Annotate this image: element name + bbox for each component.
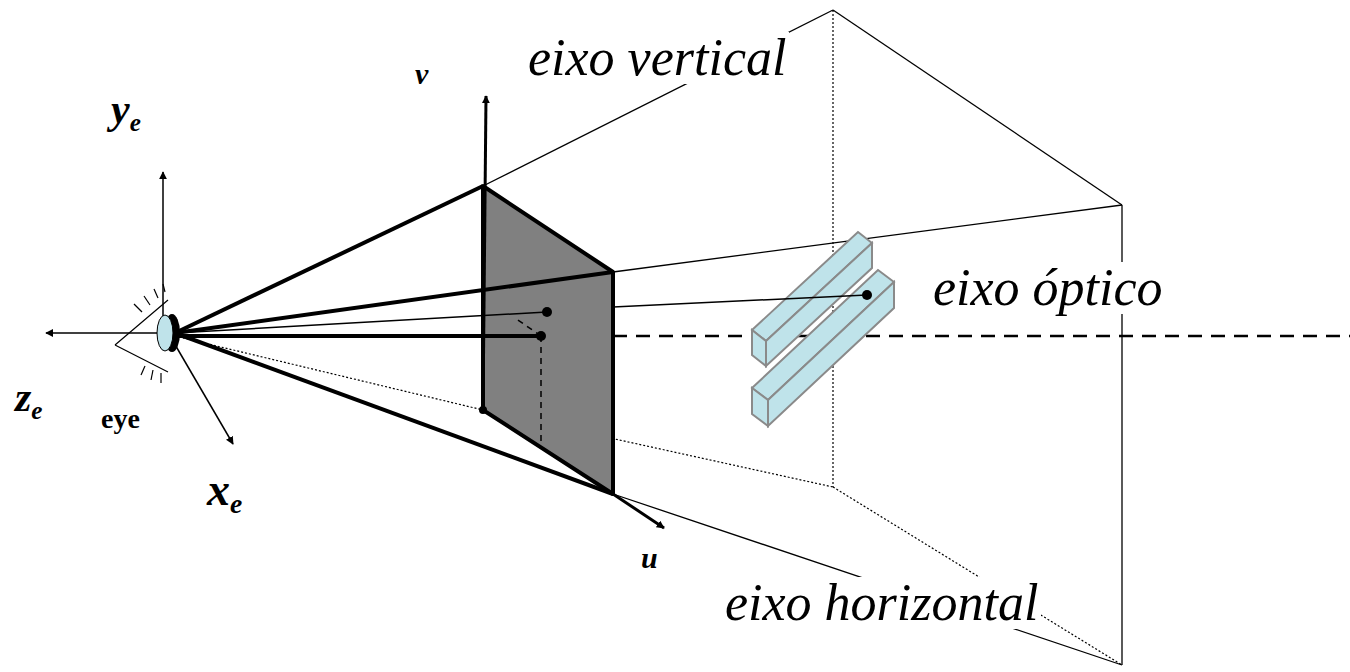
axis-caption: eixo óptico	[930, 262, 1166, 314]
u-axis	[613, 494, 664, 528]
axis-label: u	[638, 543, 661, 573]
eye-axes	[46, 172, 233, 444]
hidden-frustum-lines	[175, 10, 1122, 665]
projected-point	[542, 307, 552, 317]
image-plane	[483, 186, 613, 494]
axis-label: v	[412, 59, 431, 89]
axis-caption: eixo horizontal	[722, 577, 1041, 629]
axis-label: ze	[12, 376, 46, 418]
eye-symbol	[115, 284, 180, 383]
frustum-edges	[175, 186, 613, 494]
plane-origin	[479, 406, 487, 414]
v-axis	[483, 96, 486, 410]
axis-caption: eixo vertical	[525, 32, 789, 84]
axis-label: xe	[204, 467, 245, 513]
object-bars	[752, 232, 894, 426]
eye-label: eye	[98, 405, 143, 433]
object-point	[862, 290, 872, 300]
frustum-lines	[483, 10, 1122, 665]
principal-point	[536, 331, 546, 341]
projection-ray	[175, 312, 547, 333]
projection-ray	[613, 295, 867, 307]
optical-axis	[613, 335, 1350, 338]
axis-label: ye	[108, 88, 144, 130]
